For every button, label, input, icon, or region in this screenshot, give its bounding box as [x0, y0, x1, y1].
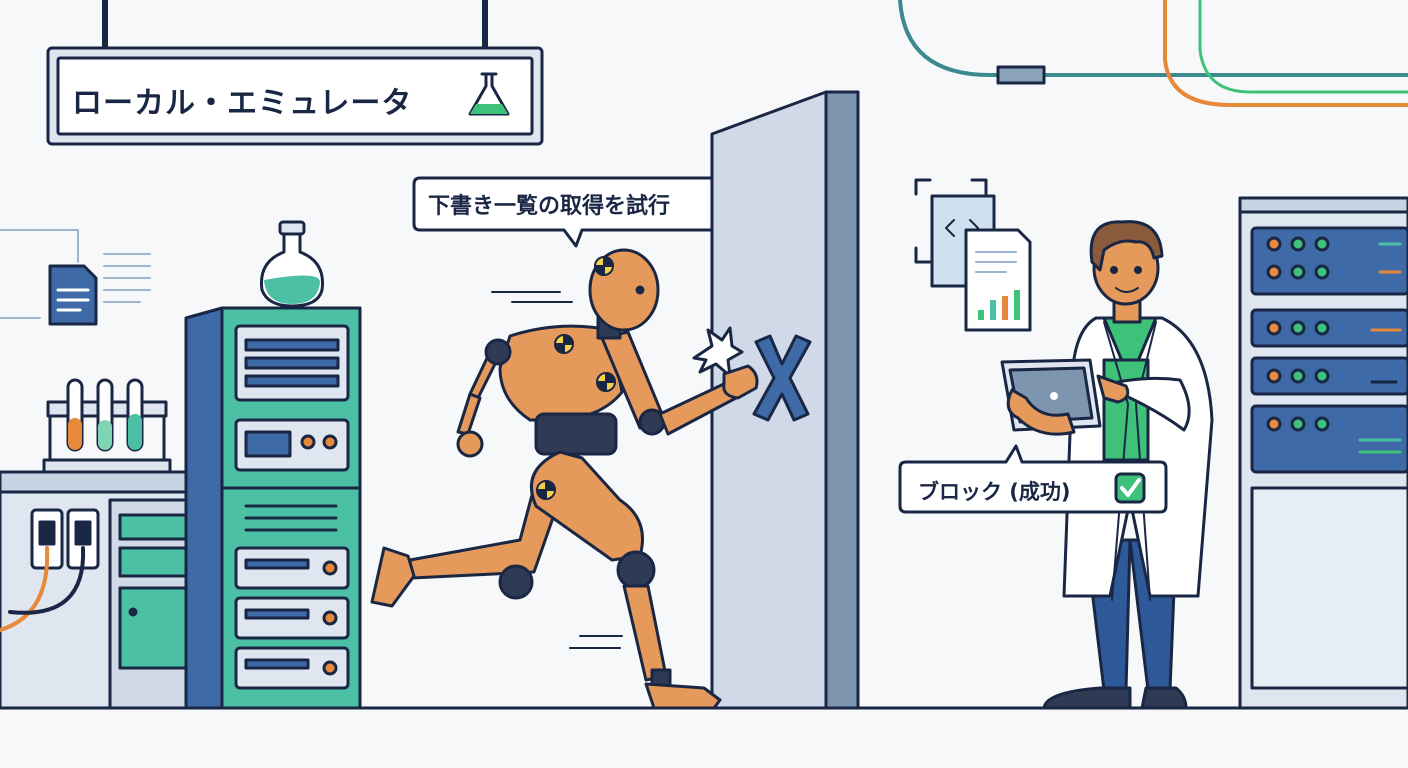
- floating-documents: [914, 178, 1032, 332]
- emulator-sign-title: ローカル・エミュレータ: [72, 86, 413, 121]
- crash-symbols: [536, 256, 616, 500]
- status-bubble-text: ブロック (成功): [918, 480, 1071, 504]
- document-panel: [0, 229, 151, 326]
- check-mark-icon: [1114, 472, 1146, 504]
- flask-on-server: [259, 220, 325, 308]
- server-rack-right: [1238, 196, 1408, 710]
- rack-unit-4: [1250, 404, 1408, 474]
- crash-test-dummy: [370, 248, 759, 710]
- emulator-sign: [46, 0, 544, 146]
- test-tube-rack: [42, 378, 172, 474]
- ceiling-pipes: [898, 0, 1408, 107]
- speed-lines: [491, 291, 623, 649]
- scientist: [1000, 220, 1214, 710]
- flask-icon: [468, 72, 510, 116]
- speech-bubble-text: 下書き一覧の取得を試行: [428, 194, 671, 219]
- server-tower-left: [184, 306, 362, 710]
- rack-unit-2: [1250, 308, 1408, 348]
- block-x-mark: [752, 334, 812, 422]
- status-bubble: [898, 444, 1168, 514]
- rack-unit-1: [1250, 226, 1408, 296]
- rack-unit-3: [1250, 356, 1408, 396]
- lab-bench: [0, 470, 202, 710]
- impact-burst: [692, 326, 744, 378]
